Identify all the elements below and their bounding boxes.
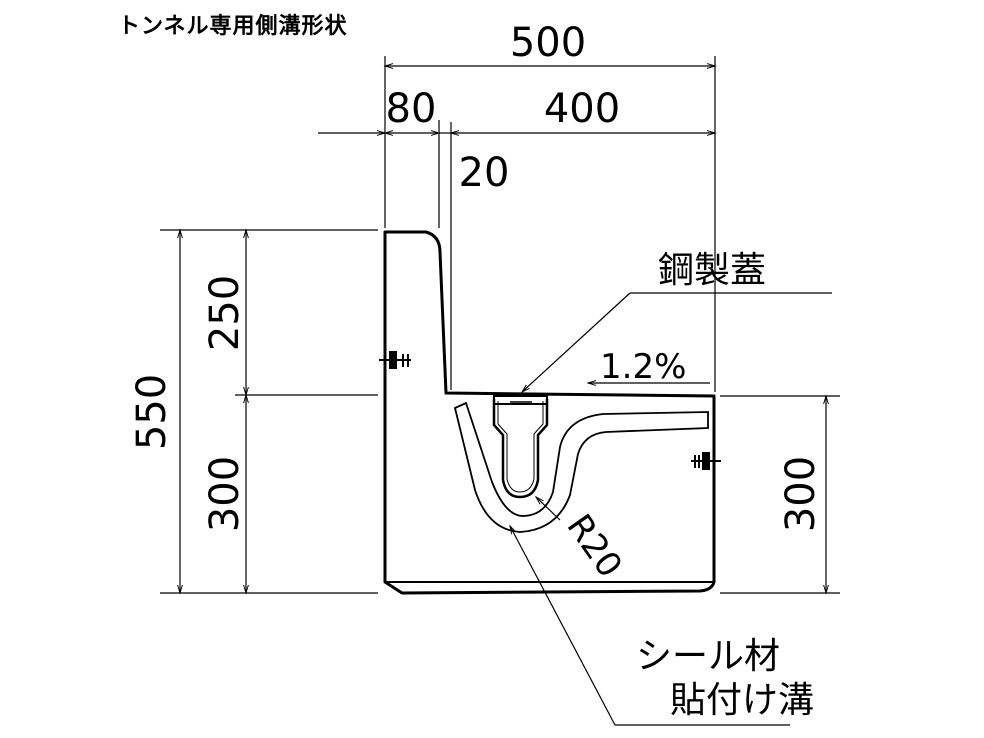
seal-label-line1: シール材: [636, 636, 780, 677]
dim-250: 250: [202, 275, 248, 351]
seal-label-line2: 貼付け溝: [670, 680, 814, 721]
seal-groove: [453, 401, 709, 533]
dim-550: 550: [129, 374, 175, 450]
dim-300-left: 300: [202, 456, 248, 532]
gutter-outline: [383, 230, 716, 595]
dim-500: 500: [510, 20, 586, 66]
anchor-bolt-left: [379, 351, 411, 369]
steel-cover-label: 鋼製蓋: [658, 250, 766, 291]
dim-400: 400: [544, 86, 620, 132]
leader-lines: [509, 292, 832, 726]
slope-label: 1.2%: [600, 347, 686, 387]
steel-cover: [493, 395, 548, 405]
anchor-bolt-right: [691, 452, 721, 470]
drawing-title: トンネル専用側溝形状: [118, 14, 348, 39]
dimension-lines: [160, 56, 840, 595]
dim-80: 80: [386, 86, 437, 132]
dim-300-right: 300: [778, 456, 824, 532]
radius-label: R20: [559, 507, 630, 585]
dim-20: 20: [459, 150, 510, 196]
drain-trench: [492, 399, 549, 499]
